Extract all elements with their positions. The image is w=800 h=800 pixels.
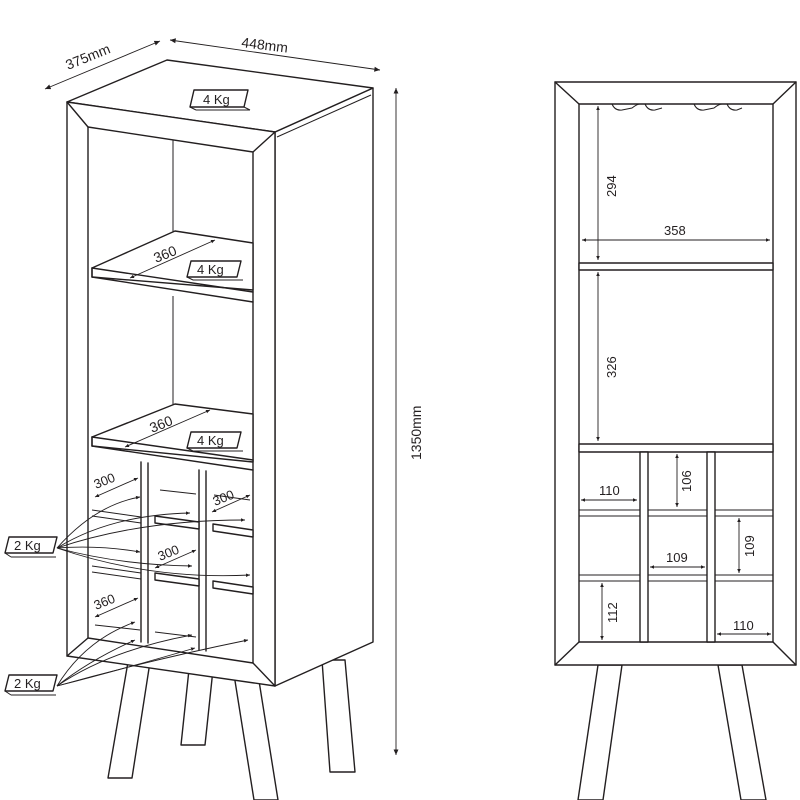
weight-label-cubby-upper: 2 Kg xyxy=(14,538,41,553)
weight-label-shelf-2: 4 Kg xyxy=(197,433,224,448)
leader-lines-lower xyxy=(56,621,249,687)
weight-tag-shelf-1: 4 Kg xyxy=(186,260,243,281)
front-dim-358: 358 xyxy=(664,223,686,238)
front-dim-112: 112 xyxy=(605,602,620,623)
front-shelf-2 xyxy=(578,443,774,453)
isometric-view: 375mm 448mm 1350mm 4 Kg 4 Kg 4 Kg xyxy=(4,34,424,800)
front-dim-326: 326 xyxy=(604,356,619,378)
front-legs xyxy=(577,664,767,800)
front-dim-110-bottom: 110 xyxy=(733,618,754,633)
dim-1350mm-label: 1350mm xyxy=(408,406,424,460)
weight-label-shelf-1: 4 Kg xyxy=(197,262,224,277)
front-dim-109-width: 109 xyxy=(666,550,688,565)
front-view: 294 358 326 110 106 109 109 112 110 xyxy=(554,81,797,800)
iso-side-panel xyxy=(274,87,374,687)
front-dim-109-height: 109 xyxy=(742,535,757,557)
weight-tag-cubby-lower: 2 Kg xyxy=(4,674,58,696)
dim-375mm-line xyxy=(44,40,161,90)
dim-375mm-label: 375mm xyxy=(63,40,112,72)
dim-448mm-label: 448mm xyxy=(241,34,289,56)
weight-label-top: 4 Kg xyxy=(203,92,230,107)
iso-legs xyxy=(107,659,356,800)
weight-tag-top: 4 Kg xyxy=(189,89,251,111)
front-dim-110-top: 110 xyxy=(599,483,620,498)
front-dim-106: 106 xyxy=(679,470,694,492)
weight-tag-shelf-2: 4 Kg xyxy=(186,431,243,452)
front-cubby-grid xyxy=(579,451,773,643)
weight-tag-cubby-upper: 2 Kg xyxy=(4,536,58,558)
dim-448mm-line xyxy=(169,38,381,72)
leader-lines-upper xyxy=(56,495,251,577)
front-shelf-1 xyxy=(578,262,774,271)
front-dim-294: 294 xyxy=(604,175,619,197)
weight-label-cubby-lower: 2 Kg xyxy=(14,676,41,691)
